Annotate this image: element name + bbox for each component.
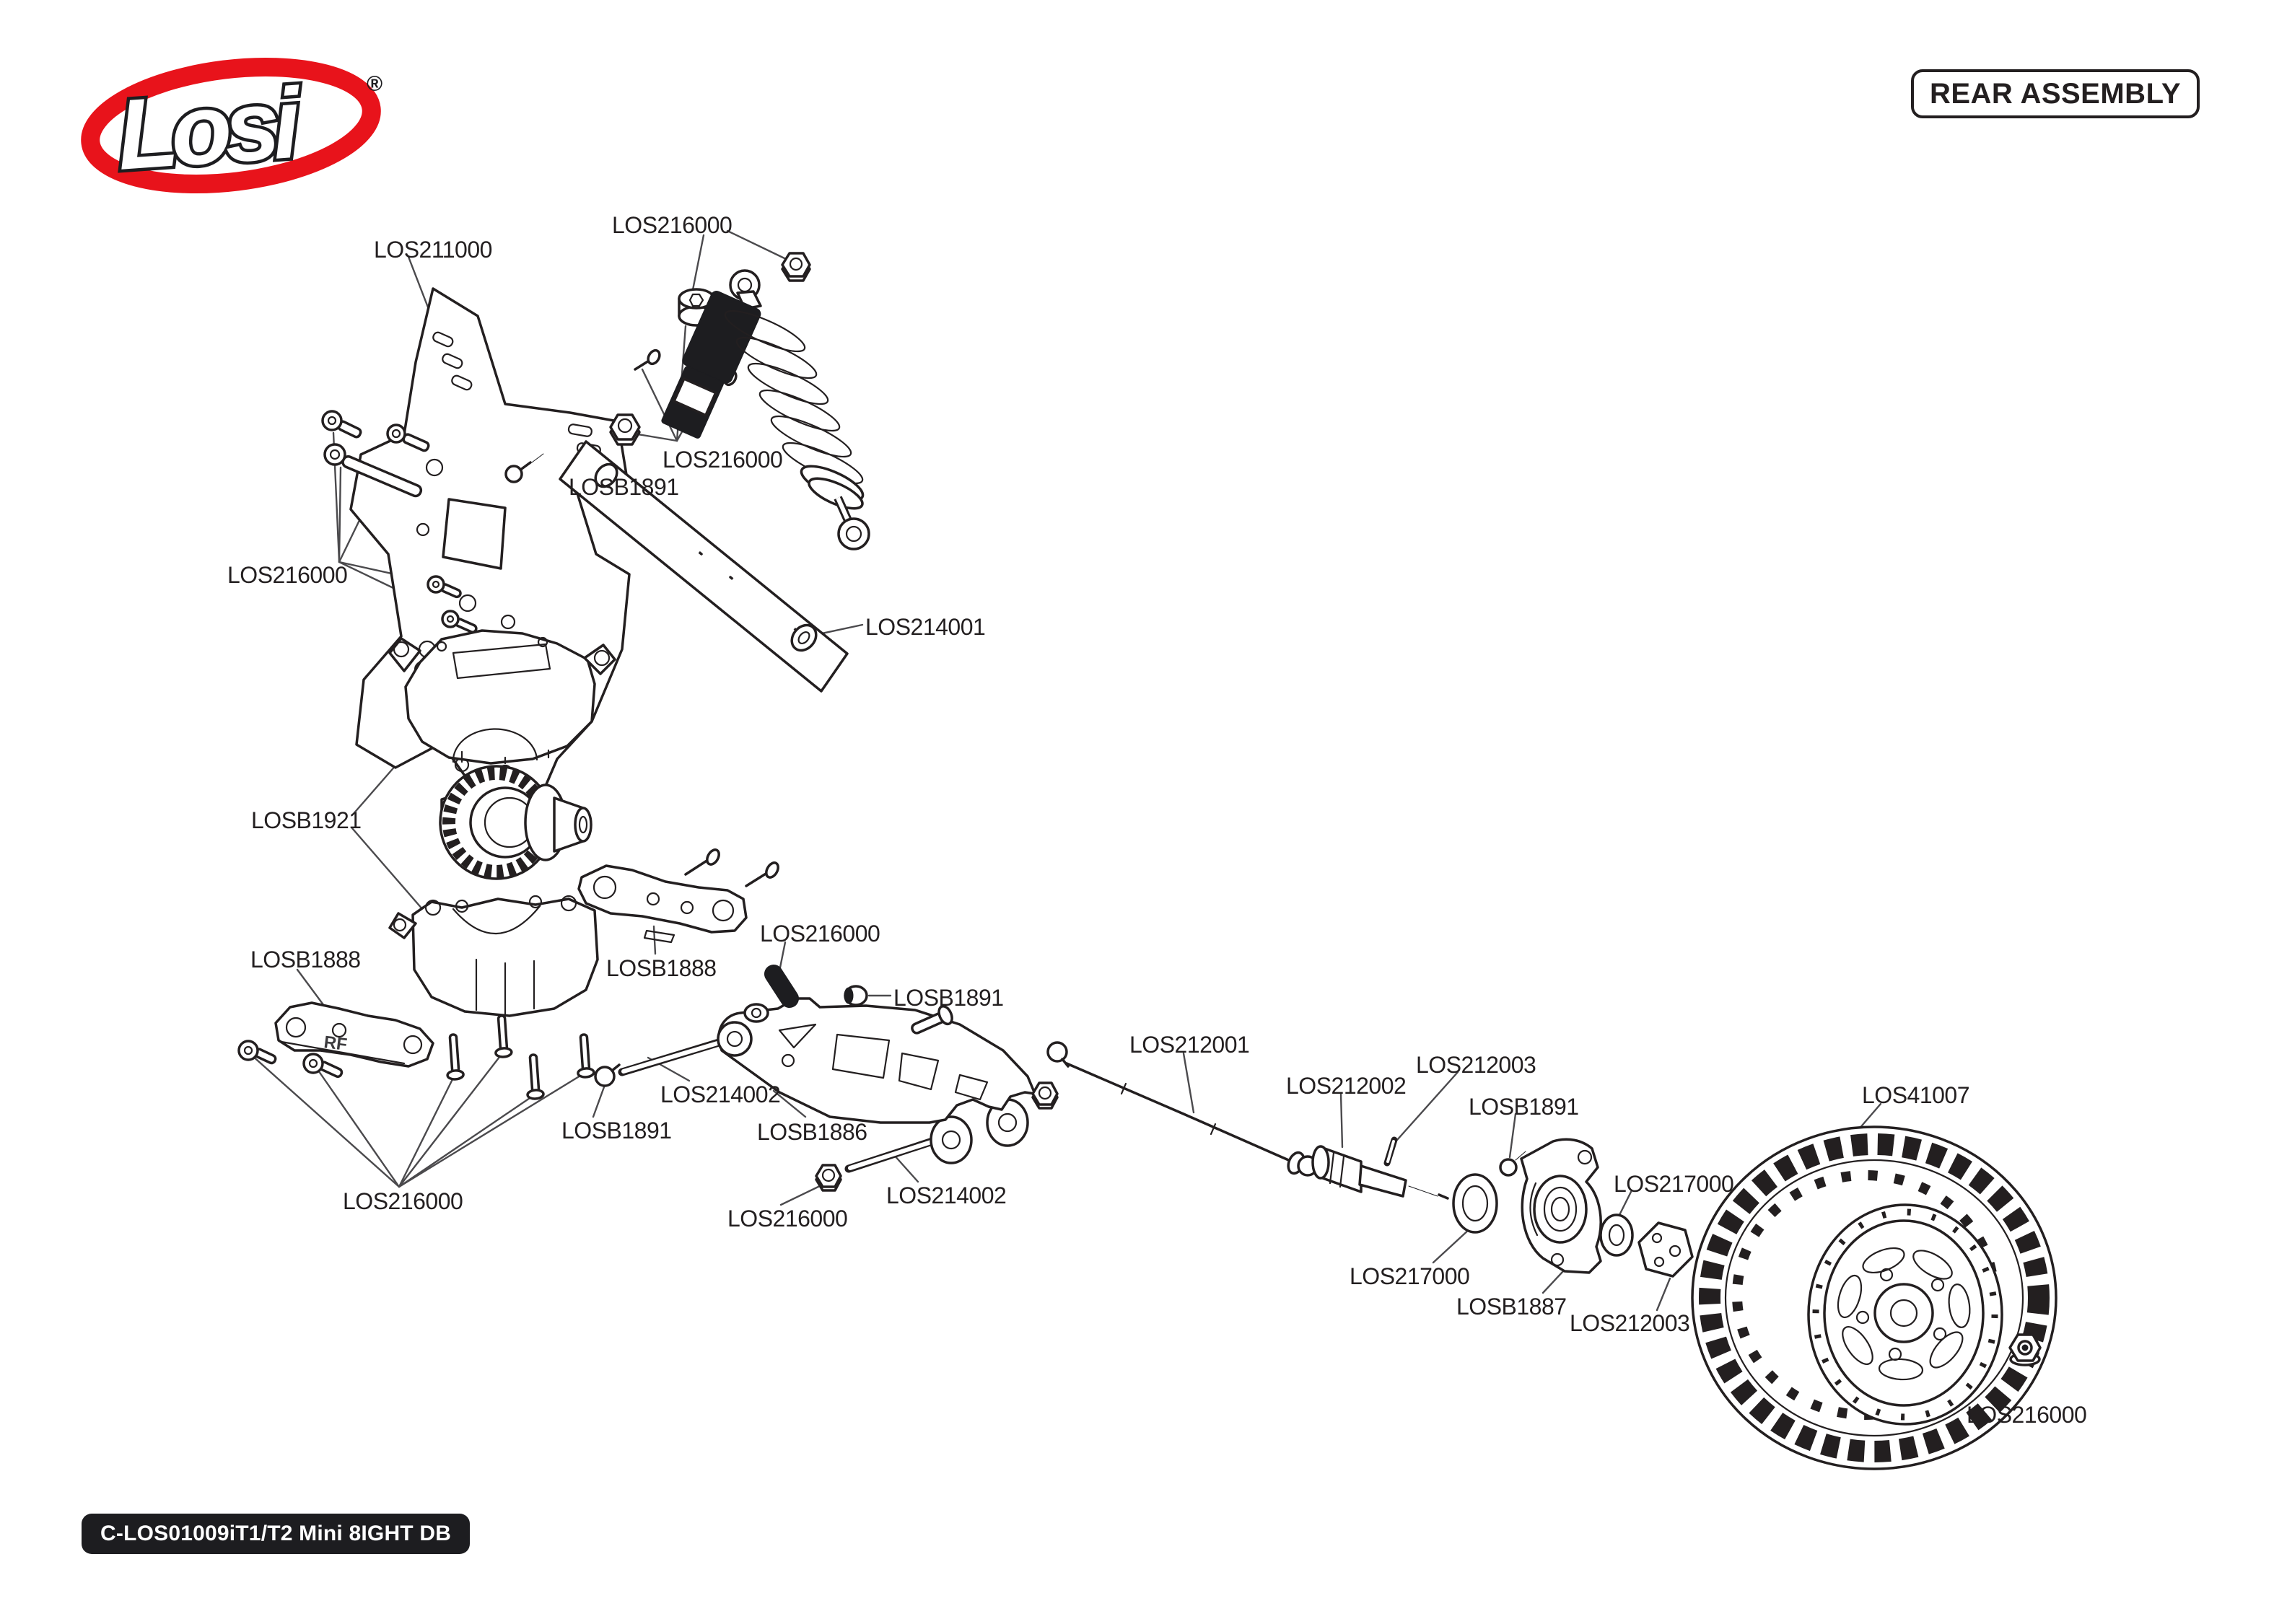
hub-carrier [1520, 1138, 1602, 1274]
pin-mount-brace-right [577, 848, 779, 944]
wheel-hex-b [1637, 1221, 1694, 1278]
camber-link [1046, 1041, 1306, 1175]
small-screws-mid [427, 575, 478, 633]
shock-absorber [661, 269, 870, 550]
wheel-tire [1691, 1125, 2057, 1470]
bearing-a [1452, 1173, 1498, 1234]
hinge-pin-front [618, 1036, 730, 1076]
page-title: REAR ASSEMBLY [1929, 77, 2182, 110]
bearing-washer-b [1599, 1213, 1634, 1257]
logo-swoosh-inner [110, 81, 351, 170]
footer-badge: C-LOS01009iT1/T2 Mini 8IGHT DB [82, 1514, 471, 1554]
lock-nut-arm-rear [1031, 1081, 1059, 1110]
differential-gear [439, 765, 592, 880]
arm-pivot-screw [911, 1004, 953, 1035]
hinge-pin-brace [559, 440, 849, 693]
suspension-arm [717, 997, 1036, 1164]
pivot-ball-c [594, 1063, 621, 1087]
button-head-screws-upper [321, 410, 430, 498]
gearbox-case-lower [388, 895, 599, 1017]
footer-part-code: C-LOS01009iT1/T2 Mini 8IGHT DB [100, 1522, 452, 1545]
losi-logo-art: Losi ® [81, 57, 382, 194]
set-screw-pin [764, 965, 799, 1008]
logo-wordmark: Losi [113, 67, 305, 191]
ball-stud-a [504, 453, 544, 483]
driveshaft-cvd [1297, 1145, 1449, 1200]
pivot-bushing-b [844, 985, 868, 1006]
axle-pin-a [1383, 1136, 1398, 1167]
logo-swoosh [81, 57, 381, 194]
losi-logo: Losi ® [79, 53, 397, 198]
hinge-pin-screws [446, 1014, 595, 1100]
registered-trademark-icon: ® [367, 72, 382, 96]
wheel-nut [2008, 1333, 2042, 1366]
gearbox-case-upper [388, 629, 616, 765]
ball-stud-d [1499, 1151, 1526, 1177]
hinge-pin-rear [844, 1137, 937, 1173]
pin-mount-brace-left: RF [274, 1001, 434, 1068]
title-box: REAR ASSEMBLY [1911, 69, 2200, 118]
flat-screws-left [237, 1040, 344, 1079]
brace-rf-marking: RF [323, 1032, 348, 1055]
lock-nut-lower [815, 1164, 842, 1192]
